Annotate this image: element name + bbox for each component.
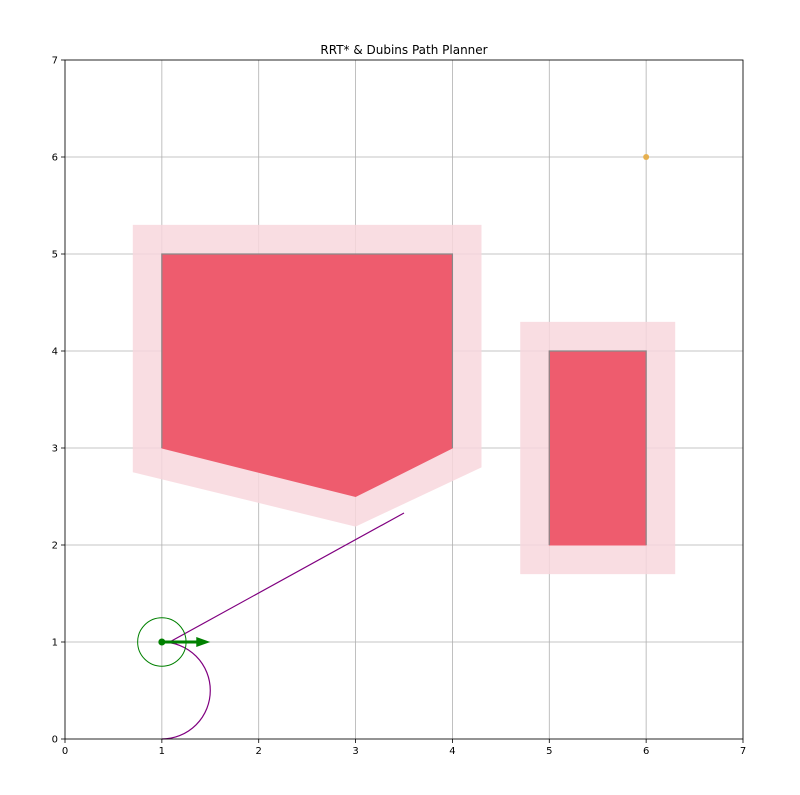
x-tick-label: 7 bbox=[740, 746, 746, 757]
x-tick-label: 3 bbox=[352, 746, 358, 757]
x-tick-label: 5 bbox=[546, 746, 552, 757]
obstacles-layer bbox=[132, 224, 676, 575]
x-tick-label: 4 bbox=[449, 746, 455, 757]
y-tick-label: 4 bbox=[52, 347, 58, 358]
y-tick-label: 2 bbox=[52, 541, 58, 552]
y-tick-label: 5 bbox=[52, 250, 58, 261]
markers-layer bbox=[137, 154, 650, 667]
path-layer bbox=[161, 512, 405, 740]
axes-layer: 0 1 2 3 4 5 6 7 0 1 2 3 4 5 6 7 bbox=[52, 56, 747, 758]
goal-point bbox=[643, 154, 650, 160]
chart-title: RRT* & Dubins Path Planner bbox=[320, 43, 487, 57]
x-tick-label: 1 bbox=[159, 746, 165, 757]
obstacle-edge-2 bbox=[548, 350, 647, 545]
start-point bbox=[158, 638, 166, 646]
x-tick-label: 6 bbox=[643, 746, 649, 757]
x-tick-label: 2 bbox=[256, 746, 262, 757]
axes-frame bbox=[64, 59, 744, 740]
obstacle-2 bbox=[548, 350, 647, 546]
y-tick-label: 1 bbox=[52, 638, 58, 649]
y-tick-label: 0 bbox=[52, 735, 58, 746]
path-straight-segment bbox=[169, 512, 405, 643]
x-tick-label: 0 bbox=[62, 746, 68, 757]
y-tick-label: 3 bbox=[52, 444, 58, 455]
y-tick-label: 6 bbox=[52, 153, 58, 164]
y-tick-label: 7 bbox=[52, 56, 58, 67]
path-arc-segment bbox=[161, 641, 211, 740]
start-heading-arrow-head bbox=[196, 637, 211, 647]
obstacle-edge-1 bbox=[161, 253, 454, 448]
